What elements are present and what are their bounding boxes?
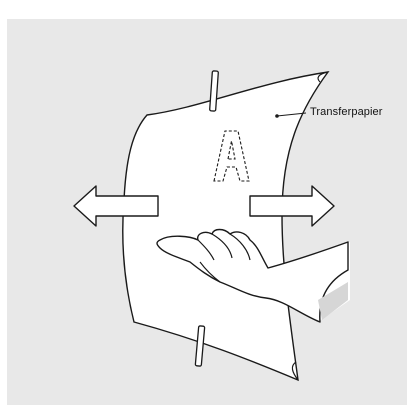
callout-leader bbox=[275, 112, 307, 118]
tape-top-icon bbox=[209, 70, 219, 112]
left-arrow-icon bbox=[73, 185, 159, 227]
hand-icon bbox=[156, 228, 350, 323]
dashed-letter-a bbox=[213, 130, 250, 182]
right-arrow-icon bbox=[249, 185, 335, 227]
transferpapier-label: Transferpapier bbox=[310, 106, 383, 118]
paper-curl-bottom bbox=[291, 361, 299, 381]
tape-bottom-icon bbox=[194, 325, 206, 367]
transfer-paper-sheet bbox=[122, 71, 330, 382]
paper-curl-top bbox=[317, 71, 329, 83]
